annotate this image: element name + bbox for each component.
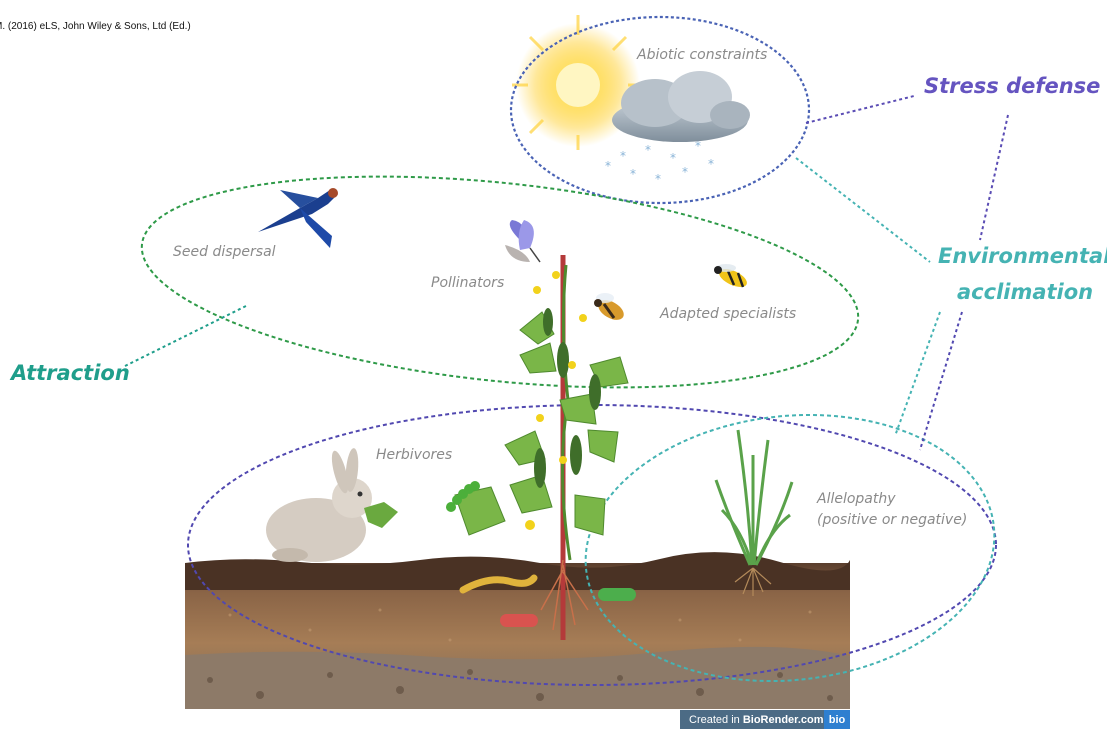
svg-text:*: * [670, 151, 676, 165]
bacterium-red [500, 614, 538, 627]
wasp-icon [714, 264, 750, 291]
acclimation-connector-2 [920, 312, 962, 450]
credit-text: Created in BioRender.com [680, 714, 824, 726]
label-adapted-specialists: Adapted specialists [660, 306, 796, 322]
snowflakes-icon: * * * * * * * * * [605, 139, 714, 186]
svg-text:*: * [708, 157, 714, 171]
svg-text:*: * [605, 159, 611, 173]
attraction-connector [125, 306, 246, 366]
label-herbivores: Herbivores [376, 447, 452, 463]
label-abiotic-constraints: Abiotic constraints [637, 47, 767, 63]
category-acclimation: acclimation [957, 280, 1093, 304]
rabbit-icon [266, 448, 398, 562]
label-allelopathy-note: (positive or negative) [817, 512, 967, 528]
svg-text:*: * [620, 149, 626, 163]
label-allelopathy: Allelopathy [817, 491, 896, 507]
label-pollinators: Pollinators [431, 275, 504, 291]
category-stress-defense: Stress defense [924, 74, 1100, 98]
bacterium-green [598, 588, 636, 601]
swallow-icon [258, 188, 338, 248]
acclimation-connector-abiotic [796, 158, 930, 262]
stress-connector-acclimation [980, 115, 1008, 240]
citation-text: M. (2016) eLS, John Wiley & Sons, Ltd (E… [0, 21, 191, 32]
acclimation-connector-1 [895, 312, 940, 436]
category-attraction: Attraction [11, 361, 130, 385]
biorender-logo: bio [824, 710, 850, 729]
bee-icon [594, 293, 627, 324]
butterfly-icon [505, 220, 540, 262]
svg-text:*: * [655, 172, 661, 186]
category-environmental: Environmental [938, 244, 1107, 268]
stress-connector-abiotic [806, 96, 914, 123]
biorender-credit[interactable]: Created in BioRender.com bio [680, 710, 850, 729]
svg-text:*: * [695, 139, 701, 153]
grass-plant [716, 430, 792, 565]
label-seed-dispersal: Seed dispersal [173, 244, 276, 260]
svg-text:*: * [682, 165, 688, 179]
svg-text:*: * [645, 143, 651, 157]
svg-text:*: * [630, 167, 636, 181]
